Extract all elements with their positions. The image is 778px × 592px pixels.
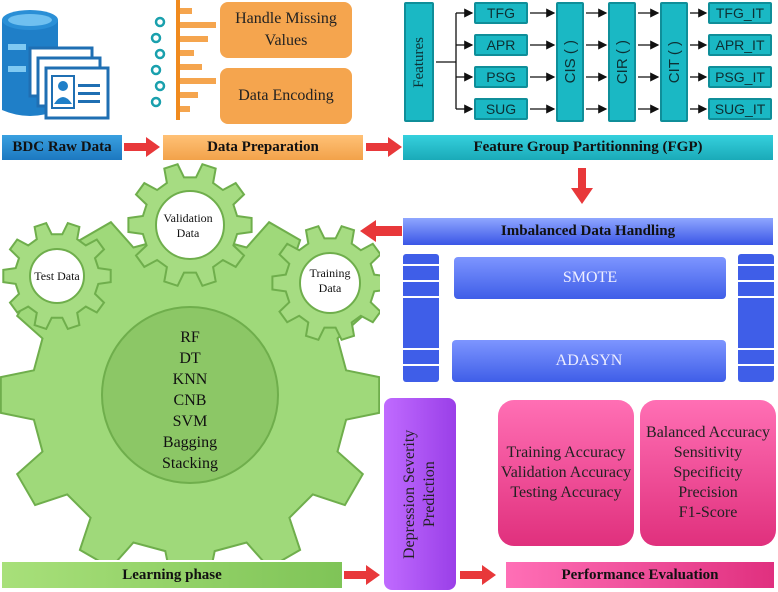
fgp-connectors [436, 8, 708, 114]
performance-evaluation-bar: Performance Evaluation [506, 562, 774, 588]
output-psg-it-box: PSG_IT [708, 66, 772, 88]
validation-accuracy: Validation Accuracy [500, 464, 632, 481]
output-sug-it-box: SUG_IT [708, 98, 772, 120]
balanced-accuracy: Balanced Accuracy [646, 424, 770, 441]
f1-score: F1-Score [678, 504, 738, 521]
training-data-label: Training Data [309, 266, 351, 295]
precision: Precision [678, 484, 738, 501]
gears-graphic [0, 162, 380, 560]
raw-data-bar: BDC Raw Data [2, 135, 122, 160]
test-gear-icon [2, 221, 112, 331]
arrow-imbalanced-to-learning [360, 220, 402, 242]
test-data-label: Test Data [34, 268, 80, 283]
smote-box: SMOTE [454, 257, 726, 299]
arrow-raw-to-prep [124, 137, 160, 157]
metrics-box: Balanced Accuracy Sensitivity Specificit… [640, 400, 776, 546]
arrow-prep-to-fgp [366, 137, 402, 157]
data-preparation-bar: Data Preparation [163, 135, 363, 160]
model-knn: KNN [172, 370, 208, 388]
data-encoding-box: Data Encoding [220, 68, 352, 124]
accuracy-box: Training Accuracy Validation Accuracy Te… [498, 400, 634, 546]
right-stack-bar [738, 254, 774, 382]
group-psg-box: PSG [474, 66, 528, 88]
arrow-fgp-to-imbalanced [571, 168, 593, 204]
specificity: Specificity [673, 464, 743, 481]
validation-data-label: Validation Data [163, 211, 213, 240]
cis-box: CIS ( ) [556, 2, 584, 122]
testing-accuracy: Testing Accuracy [510, 484, 622, 501]
fgp-bar: Feature Group Partitionning (FGP) [403, 135, 773, 160]
imbalanced-data-bar: Imbalanced Data Handling [403, 218, 773, 245]
arrow-prediction-to-performance [460, 565, 496, 585]
model-stacking: Stacking [162, 454, 218, 472]
depression-severity-prediction-box: Depression Severity Prediction [384, 398, 456, 590]
learning-phase-bar: Learning phase [2, 562, 342, 588]
model-dt: DT [179, 349, 201, 367]
arrow-learning-to-prediction [344, 565, 380, 585]
cit-box: CIT ( ) [660, 2, 688, 122]
data-preparation-icon [150, 0, 216, 120]
adasyn-box: ADASYN [452, 340, 726, 382]
handle-missing-values-box: Handle Missing Values [220, 2, 352, 58]
output-tfg-it-box: TFG_IT [708, 2, 772, 24]
cir-box: CIR ( ) [608, 2, 636, 122]
model-cnb: CNB [173, 391, 207, 409]
models-list: RF DT KNN CNB SVM Bagging Stacking [140, 325, 240, 475]
validation-gear-icon [127, 162, 253, 288]
sensitivity: Sensitivity [673, 444, 743, 461]
database-icon [2, 10, 110, 120]
output-apr-it-box: APR_IT [708, 34, 772, 56]
group-sug-box: SUG [474, 98, 528, 120]
training-accuracy: Training Accuracy [506, 444, 626, 461]
model-bagging: Bagging [162, 433, 218, 451]
group-tfg-box: TFG [474, 2, 528, 24]
training-gear-icon [271, 224, 380, 342]
model-svm: SVM [172, 412, 208, 430]
features-box: Features [404, 2, 434, 122]
prediction-label: Depression Severity Prediction [401, 429, 438, 559]
left-stack-bar [403, 254, 439, 382]
model-rf: RF [180, 328, 200, 346]
group-apr-box: APR [474, 34, 528, 56]
